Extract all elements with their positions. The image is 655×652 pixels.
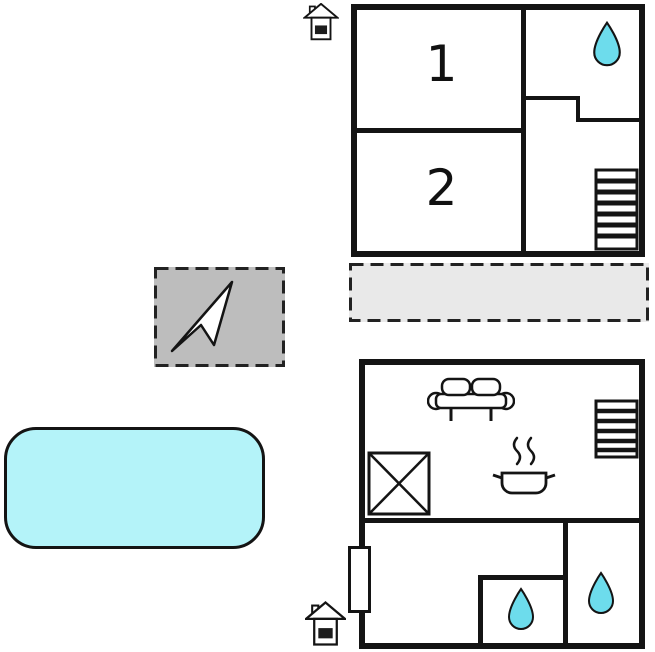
wall [478,575,568,580]
terrace-area [349,263,649,322]
wall [563,518,568,643]
upper-floor-plan: 1 2 [351,4,645,257]
water-drop-icon [505,587,537,633]
wall [526,96,579,100]
wall [365,518,639,523]
water-drop-icon [590,20,624,70]
crossed-square-table-icon [367,451,431,516]
wall [357,128,526,133]
room-2-label: 2 [425,159,458,217]
water-drop-icon [585,571,617,617]
wall [576,96,580,122]
stairs-icon [594,168,639,251]
wall [576,118,639,122]
steaming-pot-icon [490,435,558,501]
room-1-label: 1 [425,35,458,93]
north-arrow-icon [154,267,285,367]
stairs-icon [594,399,639,459]
swimming-pool [4,427,265,549]
sofa-icon [427,377,515,425]
compass-box [154,267,285,367]
house-entrance-icon [305,600,346,648]
entrance-door [348,546,371,613]
ground-floor-plan [359,359,645,649]
house-entrance-icon [303,3,339,41]
wall [478,575,483,643]
